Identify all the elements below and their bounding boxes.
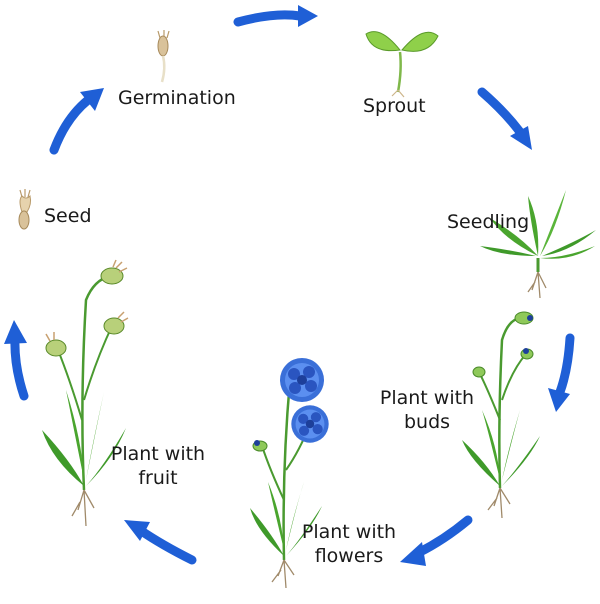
stage-label-plant-with-buds-line1: Plant with xyxy=(379,387,475,409)
arrow-buds-to-flowers xyxy=(400,515,473,566)
stage-label-plant-with-fruit-line1: Plant with xyxy=(110,443,206,465)
stage-label-plant-with-flowers: Plant with flowers xyxy=(293,520,405,568)
sprout-illustration xyxy=(365,31,439,98)
seed-illustration xyxy=(18,189,32,230)
arrow-flowers-to-fruit xyxy=(124,520,197,565)
plant-with-buds-illustration xyxy=(462,311,540,519)
stage-label-seed: Seed xyxy=(44,205,92,227)
arrow-seedling-to-buds xyxy=(548,333,575,412)
stage-label-plant-with-flowers-line2: flowers xyxy=(314,545,384,567)
stage-label-plant-with-fruit: Plant with fruit xyxy=(104,442,212,490)
stage-label-plant-with-flowers-line1: Plant with xyxy=(301,521,397,543)
arrow-sprout-to-seedling xyxy=(477,87,532,150)
stage-label-germination: Germination xyxy=(118,87,236,109)
seedling-illustration xyxy=(480,190,596,299)
germination-illustration xyxy=(157,30,170,83)
stage-label-plant-with-buds: Plant with buds xyxy=(372,386,482,434)
arrow-germination-to-sprout xyxy=(233,5,318,27)
plant-with-fruit-illustration xyxy=(42,259,129,527)
stage-label-sprout: Sprout xyxy=(363,95,426,117)
stage-label-plant-with-fruit-line2: fruit xyxy=(138,467,178,489)
stage-label-seedling: Seedling xyxy=(447,211,530,233)
plant-with-flowers-illustration xyxy=(250,358,329,589)
arrow-seed-to-germination xyxy=(49,88,104,155)
stage-label-plant-with-buds-line2: buds xyxy=(403,411,451,433)
arrow-fruit-to-seed xyxy=(4,320,29,401)
